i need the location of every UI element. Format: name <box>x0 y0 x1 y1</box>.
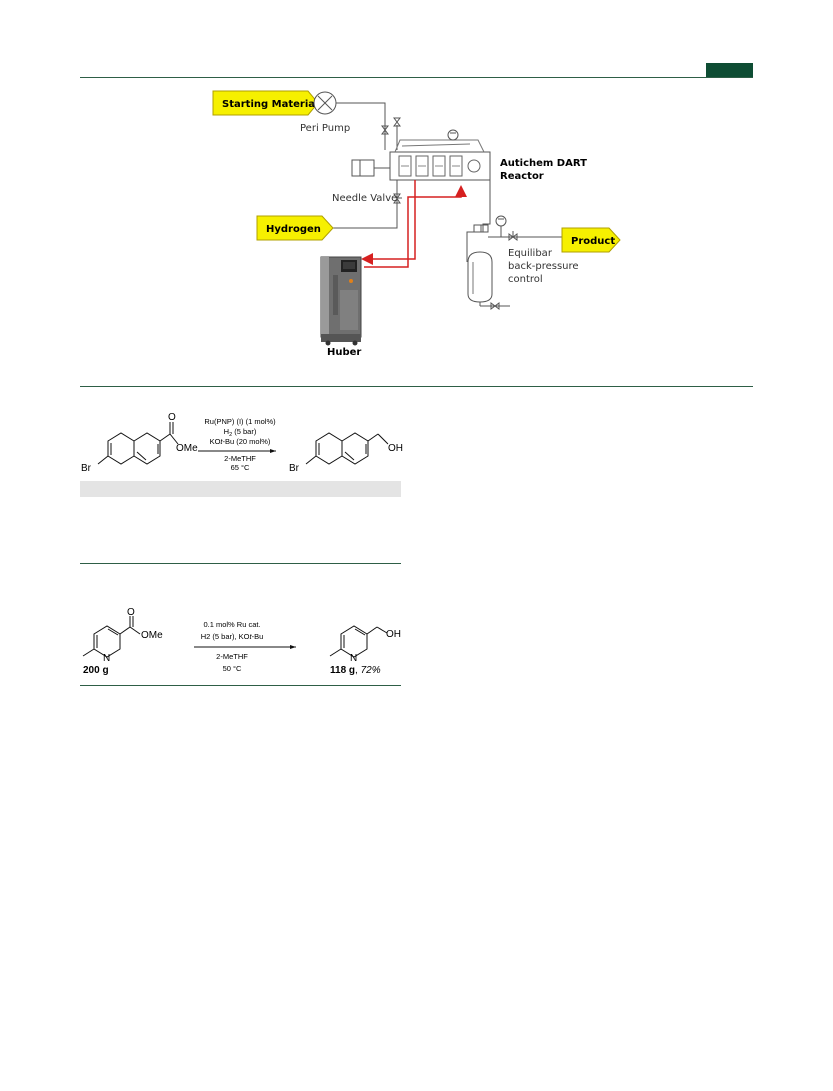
s2-condition-solvent: 2-MeTHF <box>216 652 248 661</box>
starting-material-structure-2 <box>82 616 141 658</box>
reactor-label-line1: Autichem DART <box>500 158 587 169</box>
pr2-n-label: N <box>350 653 357 664</box>
starting-material-tag: Starting Material <box>212 90 319 116</box>
peri-pump-icon <box>313 91 337 115</box>
s1-condition-temp: 65 °C <box>231 463 250 472</box>
valve-icon <box>393 117 401 127</box>
header-rule <box>80 77 753 78</box>
pressure-gauge-icon <box>447 129 459 141</box>
thermal-feed-line <box>364 185 467 268</box>
s2-condition-h2-base: H2 (5 bar), KOt-Bu <box>201 632 264 641</box>
pr2-amount-yield: 118 g, 72% <box>330 665 381 676</box>
product-structure-1 <box>305 432 389 465</box>
reactor-label-line2: Reactor <box>500 171 544 182</box>
sm2-n-label: N <box>103 653 110 664</box>
s1-condition-solvent: 2-MeTHF <box>224 454 256 463</box>
huber-label: Huber <box>327 347 361 358</box>
motor-icon <box>351 159 390 177</box>
bpr-label-line2: back-pressure <box>508 261 579 272</box>
pr2-oh-label: OH <box>386 629 401 640</box>
s2-condition-temp: 50 °C <box>223 664 242 673</box>
reactor-icon <box>389 139 491 181</box>
needle-valve-icon <box>393 193 402 204</box>
sm1-br-label: Br <box>81 463 92 474</box>
scheme-bottom-rule <box>80 685 401 686</box>
pr1-br-label: Br <box>289 463 300 474</box>
table-header-band <box>80 481 401 497</box>
huber-chiller-icon <box>320 256 362 346</box>
reaction-scheme-2: O OMe N 200 g 0.1 mol% Ru cat. H2 (5 bar… <box>82 607 401 676</box>
starting-material-structure-1 <box>97 422 179 465</box>
starting-material-label: Starting Material <box>222 99 318 110</box>
section-rule <box>80 386 753 387</box>
product-tag: Product <box>561 227 621 253</box>
s1-condition-catalyst: Ru(PNP) (I) (1 mol%) <box>204 417 276 426</box>
product-structure-2 <box>329 625 388 658</box>
peri-pump-label: Peri Pump <box>300 123 350 134</box>
sm2-ome-label: OMe <box>141 630 163 641</box>
drain-valve-icon <box>490 302 500 310</box>
s1-condition-base: KOt-Bu (20 mol%) <box>210 437 271 446</box>
valve-icon <box>381 125 389 135</box>
s2-condition-catalyst: 0.1 mol% Ru cat. <box>203 620 260 629</box>
needle-valve-label: Needle Valve <box>332 193 397 204</box>
hydrogen-tag: Hydrogen <box>256 215 334 241</box>
scheme-divider-rule <box>80 563 401 564</box>
header-accent-tab <box>706 63 753 77</box>
bpr-valve-icon <box>508 231 518 241</box>
sm1-ome-label: OMe <box>176 443 198 454</box>
bpr-label-line3: control <box>508 274 543 285</box>
outlet-valves-icon <box>473 224 489 233</box>
bpr-label-line1: Equilibar <box>508 248 553 259</box>
collection-vessel-icon <box>467 251 493 306</box>
pr1-oh-label: OH <box>388 443 403 454</box>
thermal-return-line <box>361 180 416 265</box>
bpr-gauge-icon <box>495 215 507 237</box>
sm2-amount: 200 g <box>83 665 109 676</box>
s1-condition-h2: H2 (5 bar) <box>224 427 257 438</box>
reaction-scheme-1: Br O OMe Ru(PNP) (I) (1 mol%) H2 (5 bar)… <box>81 412 403 474</box>
sm2-carbonyl-o-label: O <box>127 607 135 618</box>
product-label: Product <box>571 236 615 247</box>
sm1-carbonyl-o-label: O <box>168 412 176 423</box>
hydrogen-label: Hydrogen <box>266 224 321 235</box>
flow-diagram: Starting Material Peri Pump <box>212 90 621 358</box>
